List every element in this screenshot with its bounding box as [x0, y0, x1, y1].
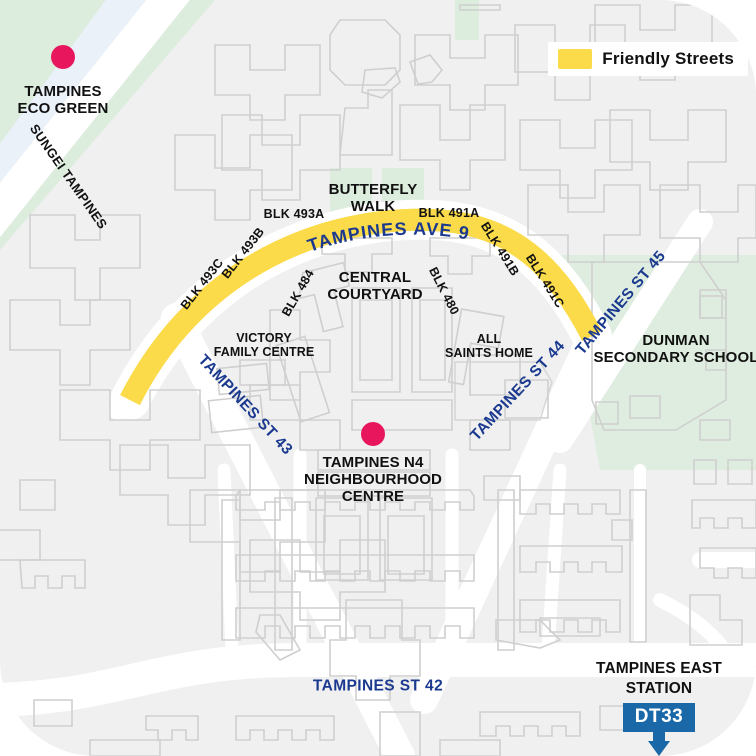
legend[interactable]: Friendly Streets: [548, 42, 748, 76]
mrt-station-code-badge: DT33: [623, 703, 695, 732]
legend-swatch-friendly-streets: [558, 49, 593, 69]
marker-tampines-n4-neighbourhood-centre[interactable]: [361, 422, 385, 446]
mrt-pointer-stem: [653, 732, 665, 741]
mrt-station-badge-wrap: DT33: [623, 703, 695, 756]
mrt-pointer-arrow-icon: [648, 741, 670, 756]
mrt-station-tampines-east[interactable]: TAMPINES EAST STATION DT33: [574, 659, 744, 756]
building-footprints: [0, 4, 756, 756]
legend-label-friendly-streets: Friendly Streets: [602, 49, 734, 68]
marker-tampines-eco-green[interactable]: [51, 45, 75, 69]
friendly-street-band-top: [120, 208, 602, 405]
mrt-station-name: TAMPINES EAST STATION: [596, 660, 722, 697]
